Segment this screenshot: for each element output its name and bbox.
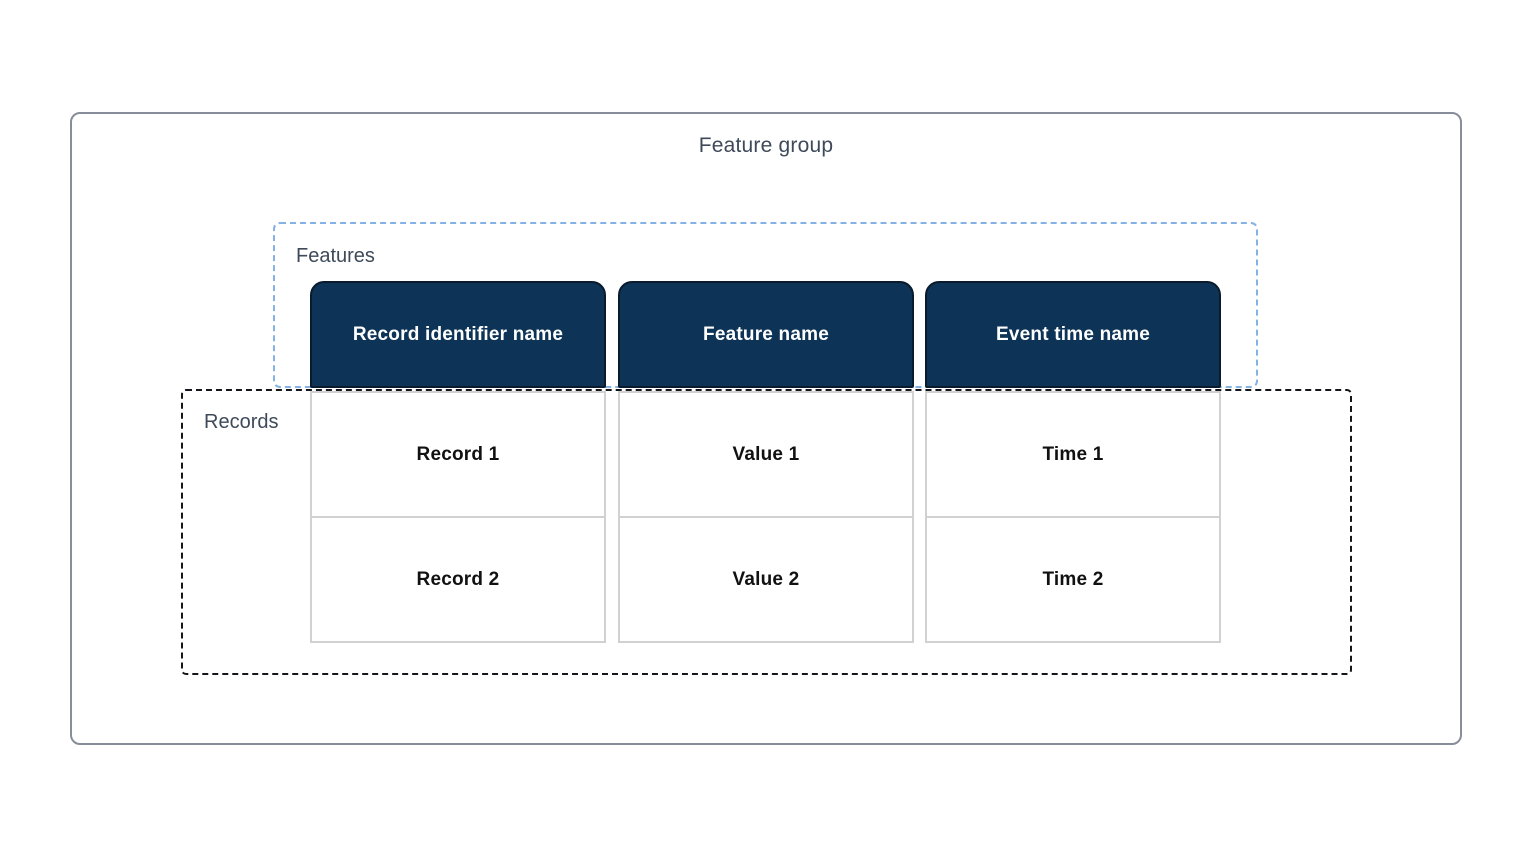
table-cell-record-1: Record 1 xyxy=(312,393,604,518)
column-header-event-time-name: Event time name xyxy=(925,281,1221,388)
column-cells-event-time: Time 1 Time 2 xyxy=(925,391,1221,643)
table-cell-value-2: Value 2 xyxy=(732,568,800,590)
table-cell-record-2: Record 2 xyxy=(416,568,500,590)
table-cell-value-1: Value 1 xyxy=(620,393,912,518)
records-label: Records xyxy=(204,411,279,433)
table-cell-time-1: Time 1 xyxy=(927,393,1219,518)
records-group-box: Records xyxy=(181,389,1352,675)
feature-group-title: Feature group xyxy=(698,134,834,157)
column-header-record-identifier-name: Record identifier name xyxy=(310,281,606,388)
column-record-identifier: Record identifier name Record 1 Record 2 xyxy=(310,281,606,643)
table-cell-time-2: Time 2 xyxy=(1042,568,1104,590)
column-cells-record-identifier: Record 1 Record 2 xyxy=(310,391,606,643)
column-cells-feature-name: Value 1 Value 2 xyxy=(618,391,914,643)
column-event-time: Event time name Time 1 Time 2 xyxy=(925,281,1221,643)
column-header-feature-name: Feature name xyxy=(618,281,914,388)
features-label: Features xyxy=(296,245,375,267)
column-feature-name: Feature name Value 1 Value 2 xyxy=(618,281,914,643)
